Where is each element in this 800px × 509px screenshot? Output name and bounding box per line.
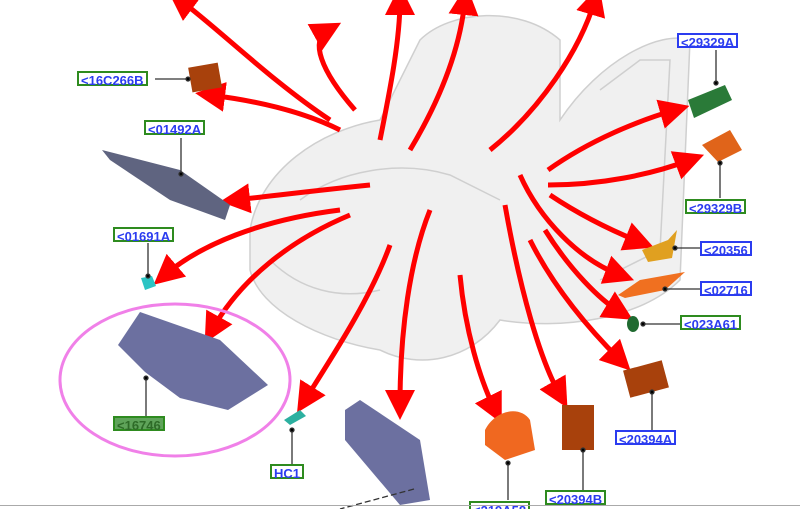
- label-02716[interactable]: <02716: [700, 281, 752, 298]
- arrow: [297, 244, 393, 413]
- label-20356[interactable]: <20356: [700, 241, 752, 258]
- label-01691A[interactable]: <01691A: [113, 227, 175, 244]
- part-023A61: [627, 316, 639, 332]
- part-16C266B: [188, 62, 223, 93]
- arrow: [488, 0, 606, 152]
- part-16746: [118, 312, 268, 410]
- parts: [102, 62, 742, 505]
- part-01691A: [141, 276, 156, 290]
- arrow: [527, 238, 631, 371]
- label-20394A[interactable]: <20394A: [615, 430, 677, 447]
- arrow: [457, 274, 502, 424]
- label-16C266B[interactable]: <16C266B: [77, 71, 148, 88]
- arrow: [220, 182, 371, 214]
- leader-lines: [143, 50, 723, 509]
- arrow: [195, 81, 342, 133]
- arrow: [548, 192, 654, 251]
- label-HC1[interactable]: HC1: [270, 464, 305, 481]
- arrow: [542, 228, 633, 320]
- arrow: [407, 0, 479, 152]
- part-29329A: [688, 85, 732, 118]
- part-02716: [618, 272, 685, 298]
- label-20394B[interactable]: <20394B: [545, 490, 607, 507]
- arrow: [168, 0, 332, 123]
- part-panel: [345, 400, 430, 505]
- part-29329B: [702, 130, 742, 162]
- arrow: [204, 212, 351, 344]
- label-16746-selected[interactable]: <16746: [113, 416, 165, 433]
- label-29329A[interactable]: <29329A: [677, 33, 739, 50]
- arrow: [517, 173, 635, 284]
- part-01492A: [102, 150, 230, 220]
- selection-highlight-circle: [58, 302, 292, 458]
- label-01492A[interactable]: <01492A: [144, 120, 206, 137]
- arrow: [153, 207, 341, 285]
- part-20394B: [562, 405, 594, 450]
- vehicle-body-outline: [249, 14, 691, 361]
- part-20394A: [623, 360, 669, 398]
- arrows: [153, 0, 705, 424]
- arrow: [385, 209, 433, 420]
- arrow: [377, 0, 415, 141]
- part-HC1: [284, 410, 306, 425]
- arrow: [502, 204, 568, 409]
- arrow: [307, 22, 357, 112]
- label-023A61[interactable]: <023A61: [680, 315, 742, 332]
- label-29329B[interactable]: <29329B: [685, 199, 747, 216]
- arrow: [546, 99, 690, 173]
- viewport-bottom-border: [0, 505, 800, 506]
- arrow: [547, 151, 705, 188]
- part-219A58: [485, 411, 535, 460]
- part-20356: [642, 230, 677, 262]
